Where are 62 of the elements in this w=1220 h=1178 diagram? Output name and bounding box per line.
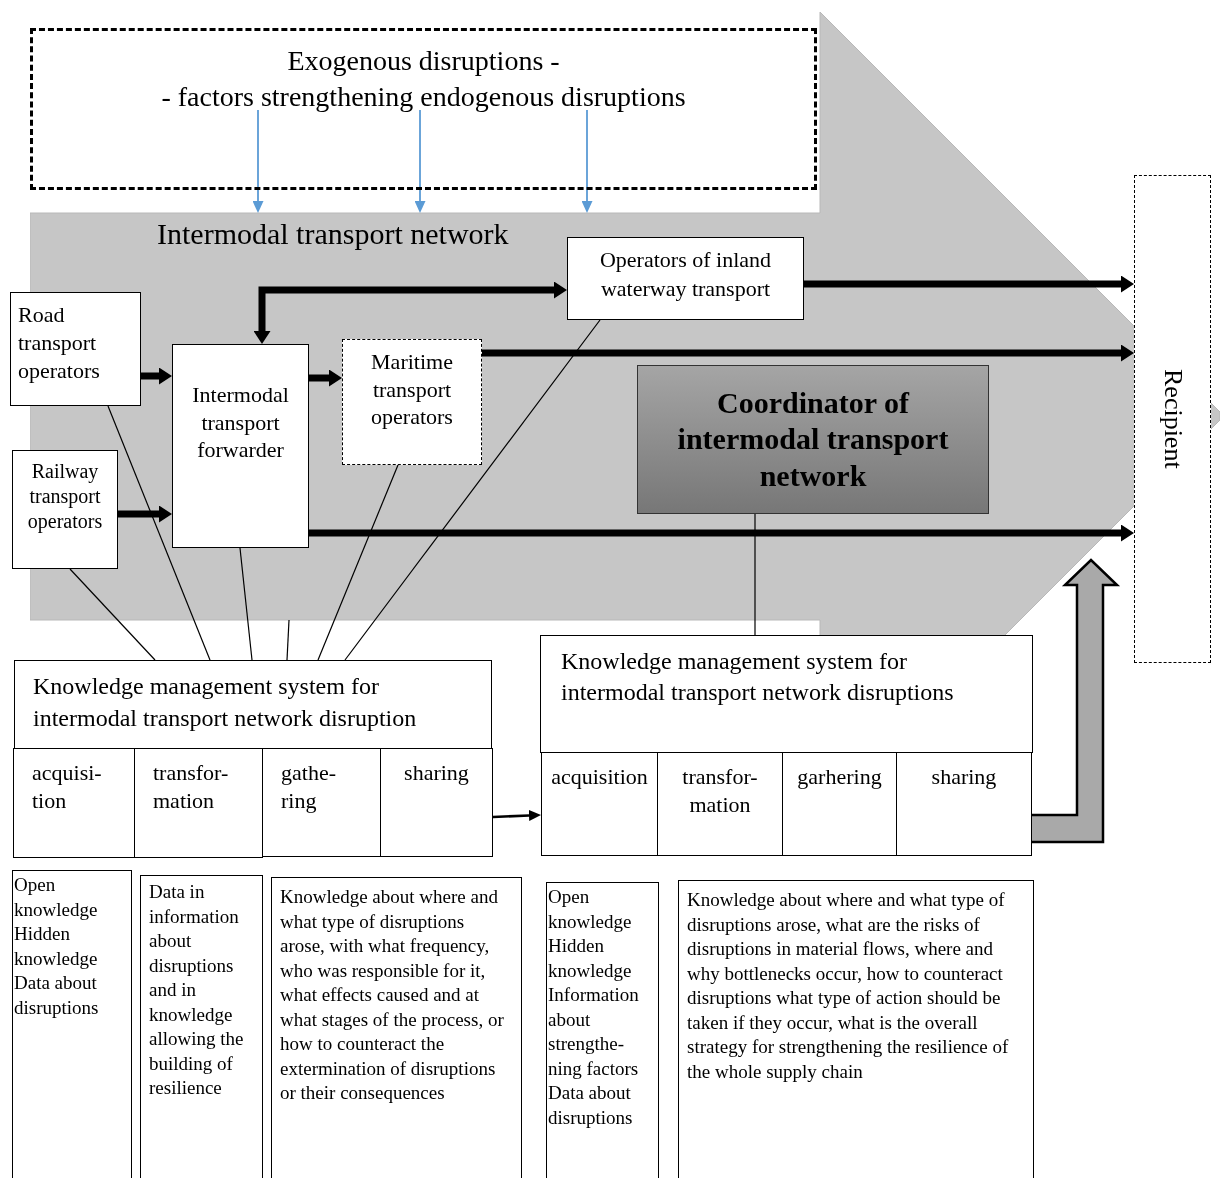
arrow [804, 277, 1134, 291]
box-label: Road transport operators [18, 301, 101, 386]
coordinator-box [637, 365, 989, 514]
arrow [252, 109, 264, 212]
arrow [309, 526, 1134, 540]
box-label: Data in information about disruptions and in knowledge allowing the building of resilience [149, 880, 245, 1100]
arrow [118, 507, 172, 521]
box-label: Open knowledge Hidden knowledge Information about strengthe-ning factors Data about disruptions [548, 885, 640, 1130]
box-label: acquisition [550, 763, 649, 791]
arrow [482, 346, 1134, 360]
description-box [546, 882, 659, 1178]
arrow [492, 810, 540, 821]
connector-line [69, 568, 156, 661]
arrow [581, 109, 593, 212]
connector-line [107, 405, 211, 661]
connector-line [286, 619, 290, 661]
box-label: Knowledge about where and what type of disruptions arose, what are the risks of disruptions in material flows, where and why bottlenecks occur, how to counteract disruptions what type of action should be taken if they occur, what is the overall strategy for strengthening the resilience of the whole supply chain [687, 888, 1010, 1084]
box-label: Maritime transport operators [370, 348, 454, 431]
description-box [271, 877, 522, 1178]
band-title: Intermodal transport network [157, 217, 509, 251]
arrow [414, 109, 426, 212]
connector-line [239, 547, 253, 661]
box-label: sharing [403, 759, 470, 787]
connector-line [754, 513, 756, 636]
frame-title: Exogenous disruptions - [286, 44, 561, 78]
connector-line [317, 464, 399, 661]
description-box [140, 875, 263, 1178]
arrow [141, 369, 172, 383]
box-label: sharing [930, 763, 998, 791]
process-box [10, 292, 141, 406]
process-box [342, 339, 482, 465]
box-label: Coordinator of intermodal transport network [676, 384, 950, 494]
dashed-frame [30, 28, 817, 190]
process-box [12, 450, 118, 569]
stage-cell [13, 748, 135, 858]
box-label: gathe-ring [281, 759, 337, 814]
stage-cell [380, 748, 493, 857]
process-box [567, 237, 804, 320]
arrow [309, 371, 342, 385]
box-label: Knowledge management system for intermodal transport network disruption [33, 672, 418, 733]
box-label: Open knowledge Hidden knowledge Data about disruptions [14, 873, 100, 1020]
frame-title: - factors strengthening endogenous disruptions [160, 80, 687, 115]
stage-cell [896, 752, 1032, 856]
vertical-label: Recipient [1157, 369, 1188, 469]
box-label: transfor-mation [153, 759, 230, 814]
stage-cell [782, 752, 897, 856]
box-label: transfor-mation [681, 763, 759, 818]
box-label: Knowledge management system for intermodal transport network disruptions [561, 647, 955, 708]
connector-line [344, 319, 601, 661]
system-header-box [14, 660, 492, 749]
box-label: garhering [796, 763, 883, 791]
description-box [678, 880, 1034, 1178]
box-label: acquisi-tion [32, 759, 103, 814]
process-box [172, 344, 309, 548]
box-label: Railway transport operators [26, 459, 104, 534]
double-arrow [255, 283, 567, 344]
box-label: Operators of inland waterway transport [598, 246, 773, 303]
system-header-box [540, 635, 1033, 753]
box-label: Knowledge about where and what type of disruptions arose, with what frequency, who was responsible for it, what effects caused and at what stages of the process, or how to counteract the extermination of disruptions or their consequences [280, 885, 505, 1105]
description-box [12, 870, 132, 1178]
box-label: Intermodal transport forwarder [191, 381, 290, 464]
stage-cell [541, 752, 658, 856]
